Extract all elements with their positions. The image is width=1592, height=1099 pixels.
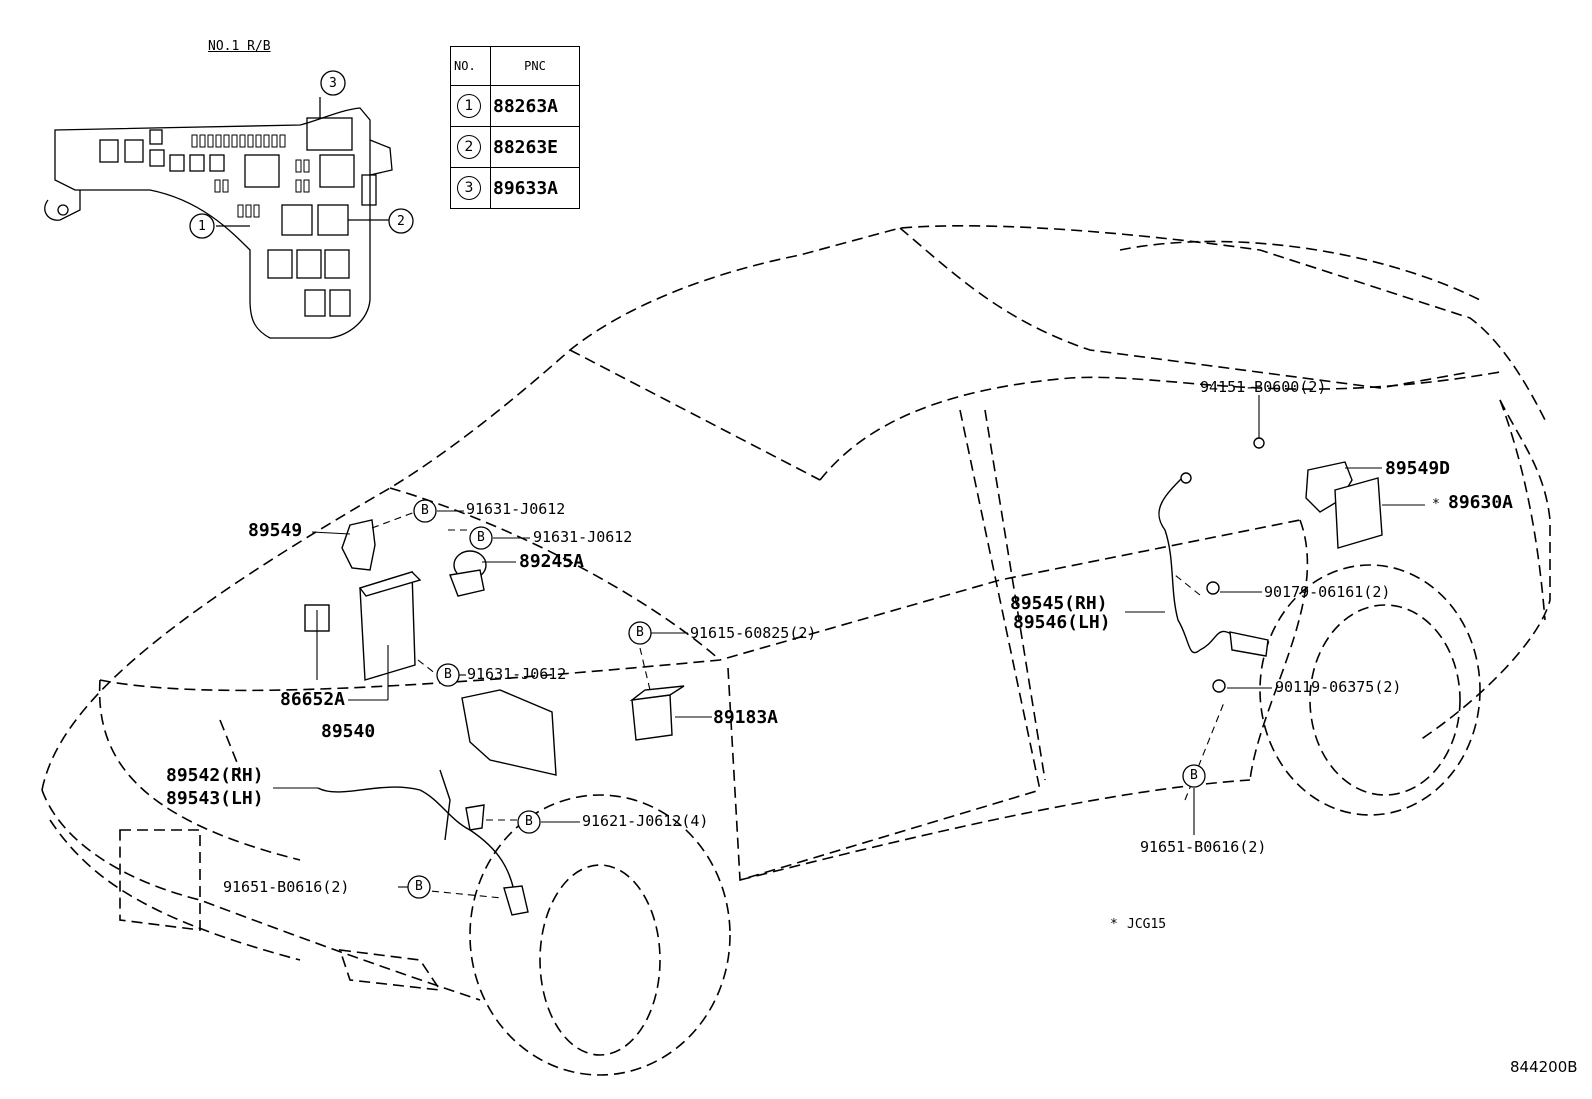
relay-callout-3: 3 xyxy=(329,76,337,91)
part-label-94151: 94151-B0600(2) xyxy=(1200,378,1327,396)
bolt-symbol: B xyxy=(421,503,429,518)
part-label-90119: 90119-06375(2) xyxy=(1275,678,1402,696)
components xyxy=(304,437,1383,916)
leader-lines xyxy=(273,395,1425,888)
pnc-header-pnc: PNC xyxy=(490,46,580,86)
bolt-symbol: B xyxy=(415,879,423,894)
part-label-89183A: 89183A xyxy=(713,707,779,728)
pnc-table-row: 1 88263A xyxy=(450,85,580,127)
bolt-symbol: B xyxy=(477,530,485,545)
pnc-table-row: 3 89633A xyxy=(450,167,580,209)
relay-callout-2: 2 xyxy=(397,214,405,229)
car-outline xyxy=(41,224,1551,1076)
part-label-89549: 89549 xyxy=(248,520,303,541)
bolt-circles xyxy=(407,499,1206,899)
pnc-row-no: 1 xyxy=(450,85,491,127)
pnc-header-no: NO. xyxy=(450,46,491,86)
part-label-90179: 90179-06161(2) xyxy=(1264,583,1391,601)
part-label-91651-rear: 91651-B0616(2) xyxy=(1140,838,1267,856)
figure-id: 844200B xyxy=(1510,1058,1578,1076)
bolt-symbol: B xyxy=(444,667,452,682)
relay-callout-1: 1 xyxy=(198,219,206,234)
pnc-table: NO. PNC 1 88263A 2 88263E 3 89633A xyxy=(450,46,580,209)
model-note: JCG15 xyxy=(1127,917,1167,932)
pnc-row-value: 88263E xyxy=(490,126,580,168)
part-label-86652A: 86652A xyxy=(280,689,346,710)
pnc-table-header: NO. PNC xyxy=(450,46,580,86)
pnc-row-no: 3 xyxy=(450,167,491,209)
part-label-89540: 89540 xyxy=(321,721,376,742)
bolt-symbol: B xyxy=(525,814,533,829)
part-label-89549D: 89549D xyxy=(1385,458,1451,479)
pnc-table-row: 2 88263E xyxy=(450,126,580,168)
part-label-91631-c: 91631-J0612 xyxy=(467,665,567,683)
part-label-89542: 89542(RH) xyxy=(166,765,264,786)
part-label-91651-front: 91651-B0616(2) xyxy=(223,878,350,896)
relay-block xyxy=(44,97,393,339)
part-label-91615: 91615-60825(2) xyxy=(690,624,817,642)
bolt-symbol: B xyxy=(1190,768,1198,783)
asterisk-mark: * xyxy=(1432,497,1440,512)
pnc-row-value: 88263A xyxy=(490,85,580,127)
asterisk-mark: * xyxy=(1110,917,1118,932)
part-label-91631-b: 91631-J0612 xyxy=(533,528,633,546)
relay-callouts xyxy=(189,70,414,239)
part-label-89630A: 89630A xyxy=(1448,492,1514,513)
pnc-row-value: 89633A xyxy=(490,167,580,209)
bolt-symbol: B xyxy=(636,625,644,640)
part-label-89545: 89545(RH) xyxy=(1010,593,1108,614)
part-label-91621: 91621-J0612(4) xyxy=(582,812,709,830)
part-label-89245A: 89245A xyxy=(519,551,585,572)
part-label-89546: 89546(LH) xyxy=(1013,612,1111,633)
pnc-row-no: 2 xyxy=(450,126,491,168)
relay-block-title: NO.1 R/B xyxy=(208,39,271,54)
part-label-89543: 89543(LH) xyxy=(166,788,264,809)
part-label-91631-a: 91631-J0612 xyxy=(466,500,566,518)
